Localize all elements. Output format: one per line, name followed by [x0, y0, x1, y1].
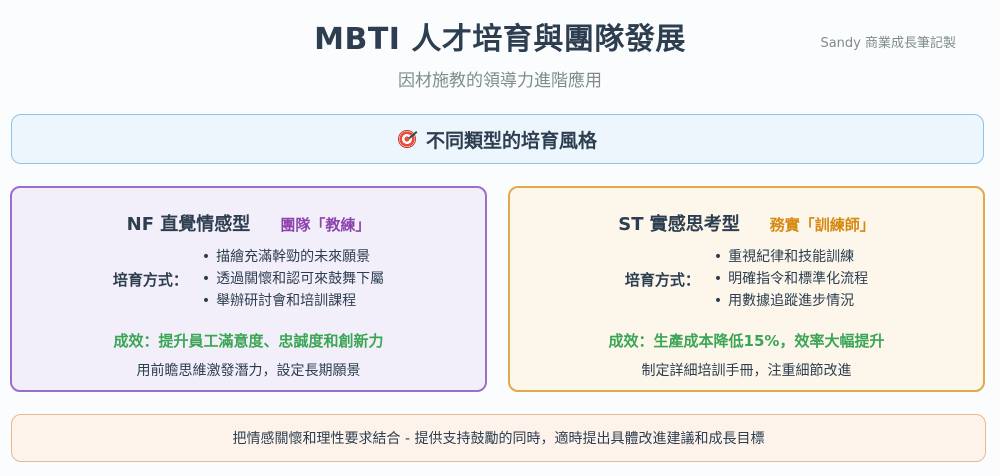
st-card-header: ST 實感思考型 務實「訓練師」 [510, 210, 983, 236]
nf-card-header: NF 直覺情感型 團隊「教練」 [12, 210, 485, 236]
page-subtitle: 因材施教的領導力進階應用 [398, 71, 602, 91]
st-card-title: ST 實感思考型 [618, 214, 740, 235]
nf-card-role: 團隊「教練」 [280, 216, 371, 234]
st-method-list: 重視紀律和技能訓練 明確指令和標準化流程 用數據追蹤進步情況 [714, 246, 868, 312]
list-item: 用數據追蹤進步情況 [714, 290, 868, 312]
author-credit: Sandy 商業成長筆記製 [820, 36, 956, 51]
page-title: MBTI 人才培育與團隊發展 [314, 22, 686, 57]
nf-note: 用前瞻思維激發潛力，設定長期願景 [136, 363, 361, 379]
list-item: 舉辦研討會和培訓課程 [202, 290, 384, 312]
nf-effect: 成效：提升員工滿意度、忠誠度和創新力 [113, 332, 384, 350]
list-item: 透過關懷和認可來鼓舞下屬 [202, 268, 384, 290]
list-item: 重視紀律和技能訓練 [714, 246, 868, 268]
st-card-role: 務實「訓練師」 [769, 216, 875, 234]
st-effect: 成效：生產成本降低15%，效率大幅提升 [608, 332, 885, 350]
st-note: 制定詳細培訓手冊，注重細節改進 [641, 363, 852, 379]
nf-method-list: 描繪充滿幹勁的未來願景 透過關懷和認可來鼓舞下屬 舉辦研討會和培訓課程 [202, 246, 384, 312]
list-item: 明確指令和標準化流程 [714, 268, 868, 290]
target-icon [397, 130, 416, 148]
banner-text: 不同類型的培育風格 [425, 129, 597, 152]
st-method-label: 培育方式： [624, 270, 700, 289]
nf-card: NF 直覺情感型 團隊「教練」 培育方式： 描繪充滿幹勁的未來願景 透過關懷和認… [10, 186, 487, 392]
nf-method-row: 培育方式： 描繪充滿幹勁的未來願景 透過關懷和認可來鼓舞下屬 舉辦研討會和培訓課… [12, 246, 485, 312]
section-banner: 不同類型的培育風格 [11, 114, 984, 164]
st-method-row: 培育方式： 重視紀律和技能訓練 明確指令和標準化流程 用數據追蹤進步情況 [510, 246, 983, 312]
list-item: 描繪充滿幹勁的未來願景 [202, 246, 384, 268]
nf-method-label: 培育方式： [112, 270, 188, 289]
st-card: ST 實感思考型 務實「訓練師」 培育方式： 重視紀律和技能訓練 明確指令和標準… [508, 186, 985, 392]
nf-card-title: NF 直覺情感型 [126, 214, 251, 235]
summary-footer: 把情感關懷和理性要求結合 - 提供支持鼓勵的同時，適時提出具體改進建議和成長目標 [11, 414, 986, 462]
